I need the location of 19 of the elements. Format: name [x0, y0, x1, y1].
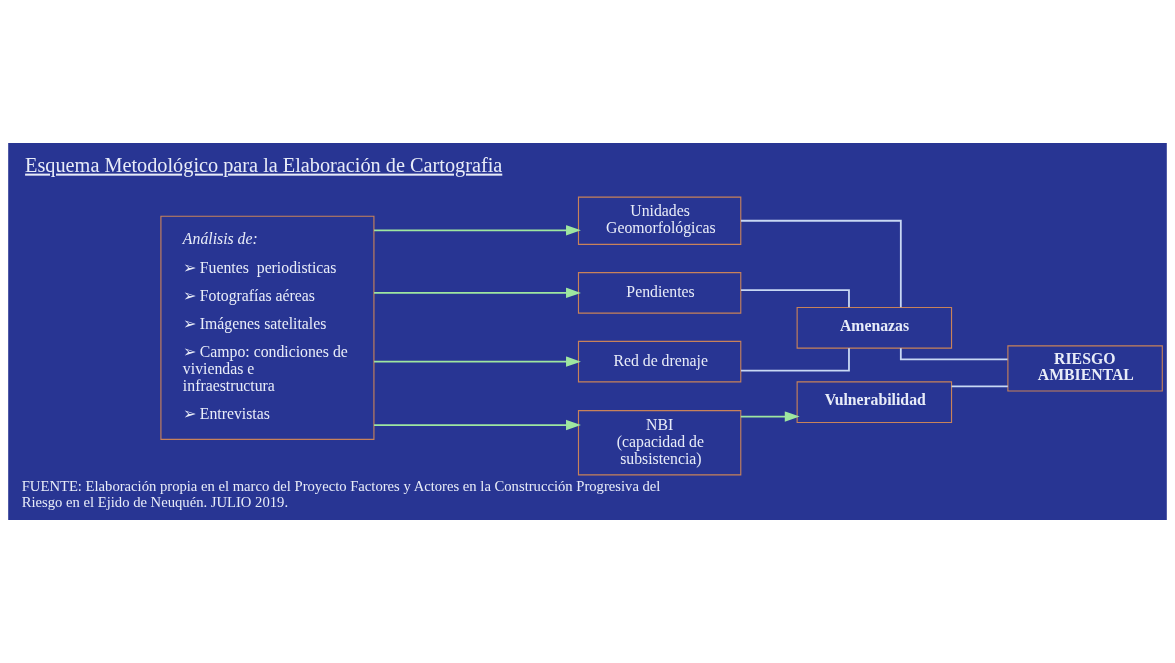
node-box: NBI (capacidad de subsistencia): [577, 410, 742, 476]
arrow: [739, 411, 800, 422]
arrow: [373, 287, 581, 299]
node-box: Vulnerabilidad: [796, 381, 953, 424]
connector: [899, 347, 1009, 361]
caption: FUENTE: Elaboración propia en el marco del Proyecto Factores y Actores en la Construcción Progresiva del Riesgo en el Ejido de Neuquén. JULIO 2019.: [21, 478, 661, 510]
node-box: Pendientes: [577, 272, 742, 314]
node-box: Unidades Geomorfológicas: [577, 196, 742, 245]
arrow: [373, 225, 581, 236]
node-box: RIESGO AMBIENTAL: [1007, 345, 1163, 392]
diagram-title: Esquema Metodológico para la Elaboración de Cartografia: [25, 153, 503, 176]
arrow: [373, 419, 581, 431]
connector: [740, 347, 850, 372]
node-box: Análisis de: ➢ Fuentes periodisticas ➢ Fotografías aéreas ➢ Imágenes satelitales ➢ Campo: condiciones de viviendas e infraestructura ➢ Entrevistas: [160, 215, 375, 440]
connector: [950, 385, 1009, 388]
arrow: [373, 356, 581, 367]
node-box: Amenazas: [796, 307, 953, 349]
node-box: Red de drenaje: [577, 340, 742, 383]
connector: [740, 219, 902, 309]
